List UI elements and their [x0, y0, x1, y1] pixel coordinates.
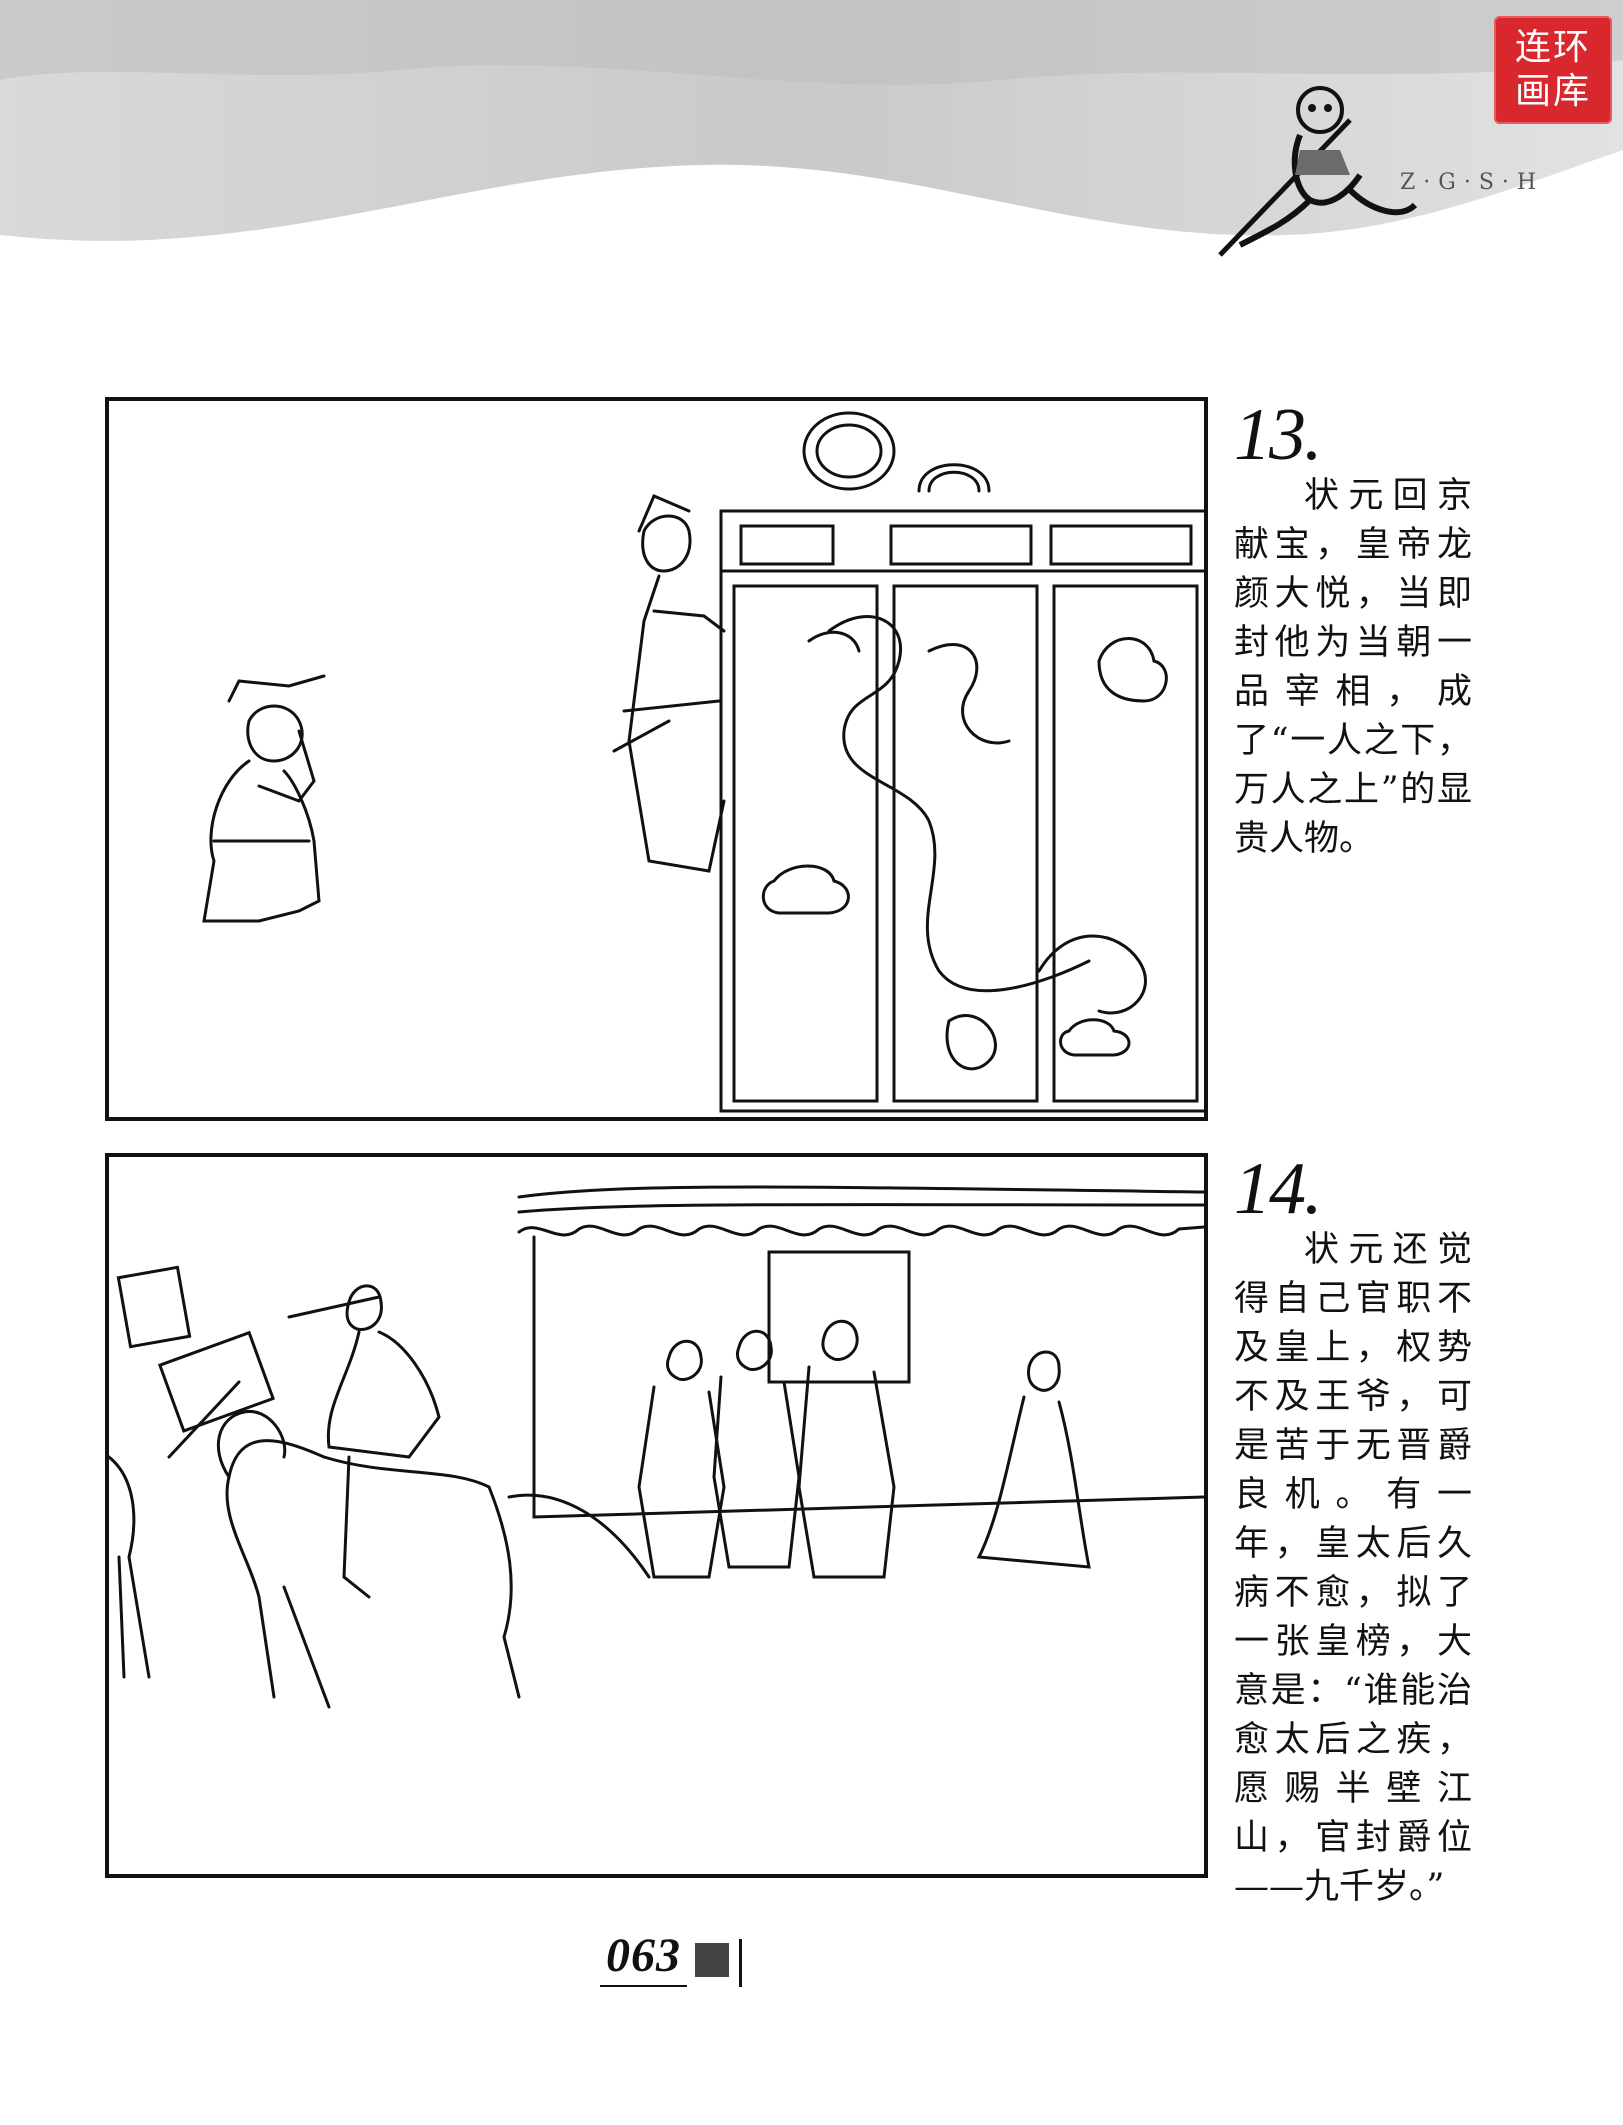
seal-text-line1: 连环: [1514, 27, 1591, 68]
page-number: 063: [600, 1928, 742, 1987]
panel-13-artwork: [202, 411, 1204, 1113]
series-code: Z·G·S·H: [1400, 170, 1545, 195]
caption-text-14: 状元还觉得自己官职不及皇上，权势不及王爷，可是苦于无晋爵良机。有一年，皇太后久病…: [1234, 1230, 1472, 1907]
caption-number-13: 13.: [1234, 394, 1323, 476]
seal-text-line2: 画库: [1514, 71, 1591, 112]
page-number-bar: [739, 1939, 742, 1987]
caption-13: 13. 状元回京献宝，皇帝龙颜大悦，当即封他为当朝一品宰相，成了“一人之下，万人…: [1234, 398, 1472, 864]
header-band: [0, 0, 1623, 241]
monkey-mascot-illustration: [1218, 86, 1418, 257]
page-number-square-icon: [695, 1943, 729, 1977]
illustration-panel-13: [105, 397, 1208, 1121]
illustration-panel-14: [105, 1153, 1208, 1878]
page-number-text: 063: [600, 1928, 687, 1987]
seal-stamp: 连环 画库: [1494, 16, 1612, 124]
caption-14: 14. 状元还觉得自己官职不及皇上，权势不及王爷，可是苦于无晋爵良机。有一年，皇…: [1234, 1152, 1472, 1912]
panel-14-artwork: [109, 1185, 1204, 1709]
caption-number-14: 14.: [1234, 1148, 1323, 1230]
caption-text-13: 状元回京献宝，皇帝龙颜大悦，当即封他为当朝一品宰相，成了“一人之下，万人之上”的…: [1234, 476, 1472, 859]
